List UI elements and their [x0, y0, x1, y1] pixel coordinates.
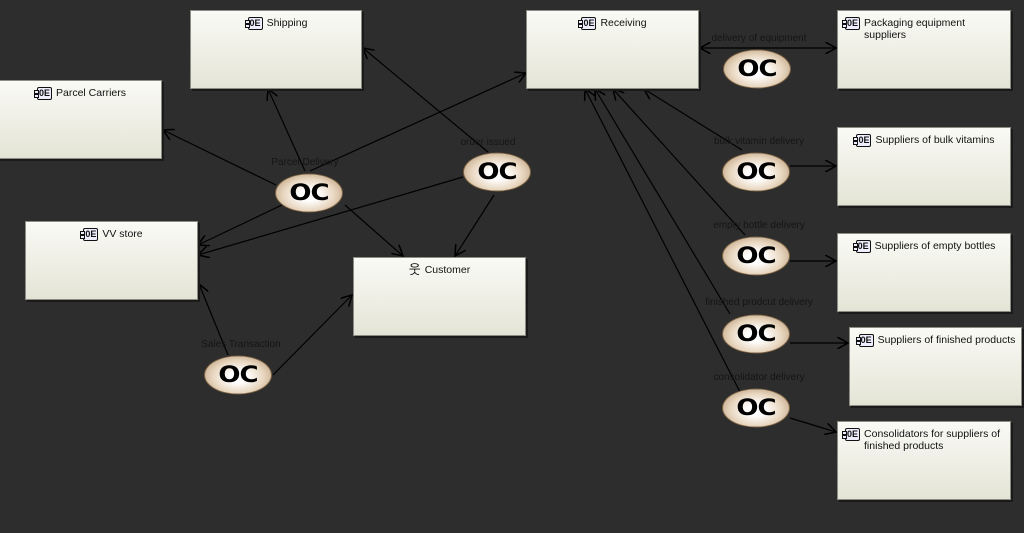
component-icon: 0E	[244, 17, 263, 30]
event-bulk-vitamin-delivery[interactable]: OC	[722, 152, 790, 192]
node-label: Shipping	[266, 17, 308, 29]
edge-parcel-customer	[344, 204, 403, 256]
event-label: Sales Transaction	[201, 339, 281, 350]
node-label: Packaging equipment suppliers	[864, 17, 966, 41]
event-label: finished prodcut delivery	[705, 297, 813, 308]
node-label: VV store	[102, 228, 143, 240]
event-sales-transaction[interactable]: OC	[204, 355, 272, 395]
component-icon: 0E	[841, 17, 861, 30]
event-delivery-of-equipment[interactable]: OC	[723, 49, 791, 89]
edge-parcel-vvstore	[198, 204, 283, 245]
edge-sales-customer	[272, 295, 352, 376]
event-order-issued[interactable]: OC	[463, 152, 531, 192]
node-parcel-carriers[interactable]: 0E Parcel Carriers	[0, 80, 162, 159]
event-parcel-delivery[interactable]: OC	[275, 173, 343, 213]
node-label: Suppliers of empty bottles	[874, 240, 996, 252]
edge-sales-vvstore	[199, 284, 229, 356]
component-icon: 0E	[853, 134, 872, 147]
component-icon: 0E	[80, 228, 99, 241]
component-icon: 0E	[33, 87, 52, 100]
event-label: delivery of equipment	[711, 33, 807, 44]
event-label: consolidator delivery	[713, 372, 805, 383]
edge-finished-receiving	[595, 89, 731, 315]
event-finished-product-delivery[interactable]: OC	[722, 314, 790, 354]
event-label: empty bottle delivery	[713, 220, 805, 231]
edge-parcel-receiving	[309, 73, 526, 172]
edge-parcel-shipping	[268, 89, 306, 172]
event-empty-bottle-delivery[interactable]: OC	[722, 236, 790, 276]
edge-order-customer	[455, 194, 495, 256]
node-label: Receiving	[600, 17, 647, 29]
event-label: order issued	[460, 137, 516, 148]
edge-order-shipping	[363, 48, 489, 153]
event-label: bulk vitamin delivery	[713, 136, 805, 147]
event-label: Parcel Delivery	[271, 157, 339, 168]
component-icon: 0E	[855, 334, 874, 347]
component-icon: 0E	[841, 428, 861, 441]
node-label: Suppliers of finished products	[877, 334, 1016, 346]
node-label: Customer	[424, 264, 471, 276]
edge-empty-receiving	[613, 89, 746, 236]
node-label: Consolidators for suppliers of finished …	[864, 428, 1000, 452]
edge-consolidator-suppliers	[789, 417, 836, 432]
edge-parcel-carriers	[163, 130, 277, 186]
node-label: Parcel Carriers	[56, 87, 127, 99]
node-label: Suppliers of bulk vitamins	[875, 134, 995, 146]
edge-bulk-receiving	[644, 89, 743, 151]
component-icon: 0E	[852, 240, 871, 253]
edge-consolidator-receiving	[585, 89, 741, 393]
event-consolidator-delivery[interactable]: OC	[722, 388, 790, 428]
edge-order-vvstore	[198, 176, 464, 255]
actor-icon: 웃	[408, 262, 421, 277]
component-icon: 0E	[578, 17, 597, 30]
